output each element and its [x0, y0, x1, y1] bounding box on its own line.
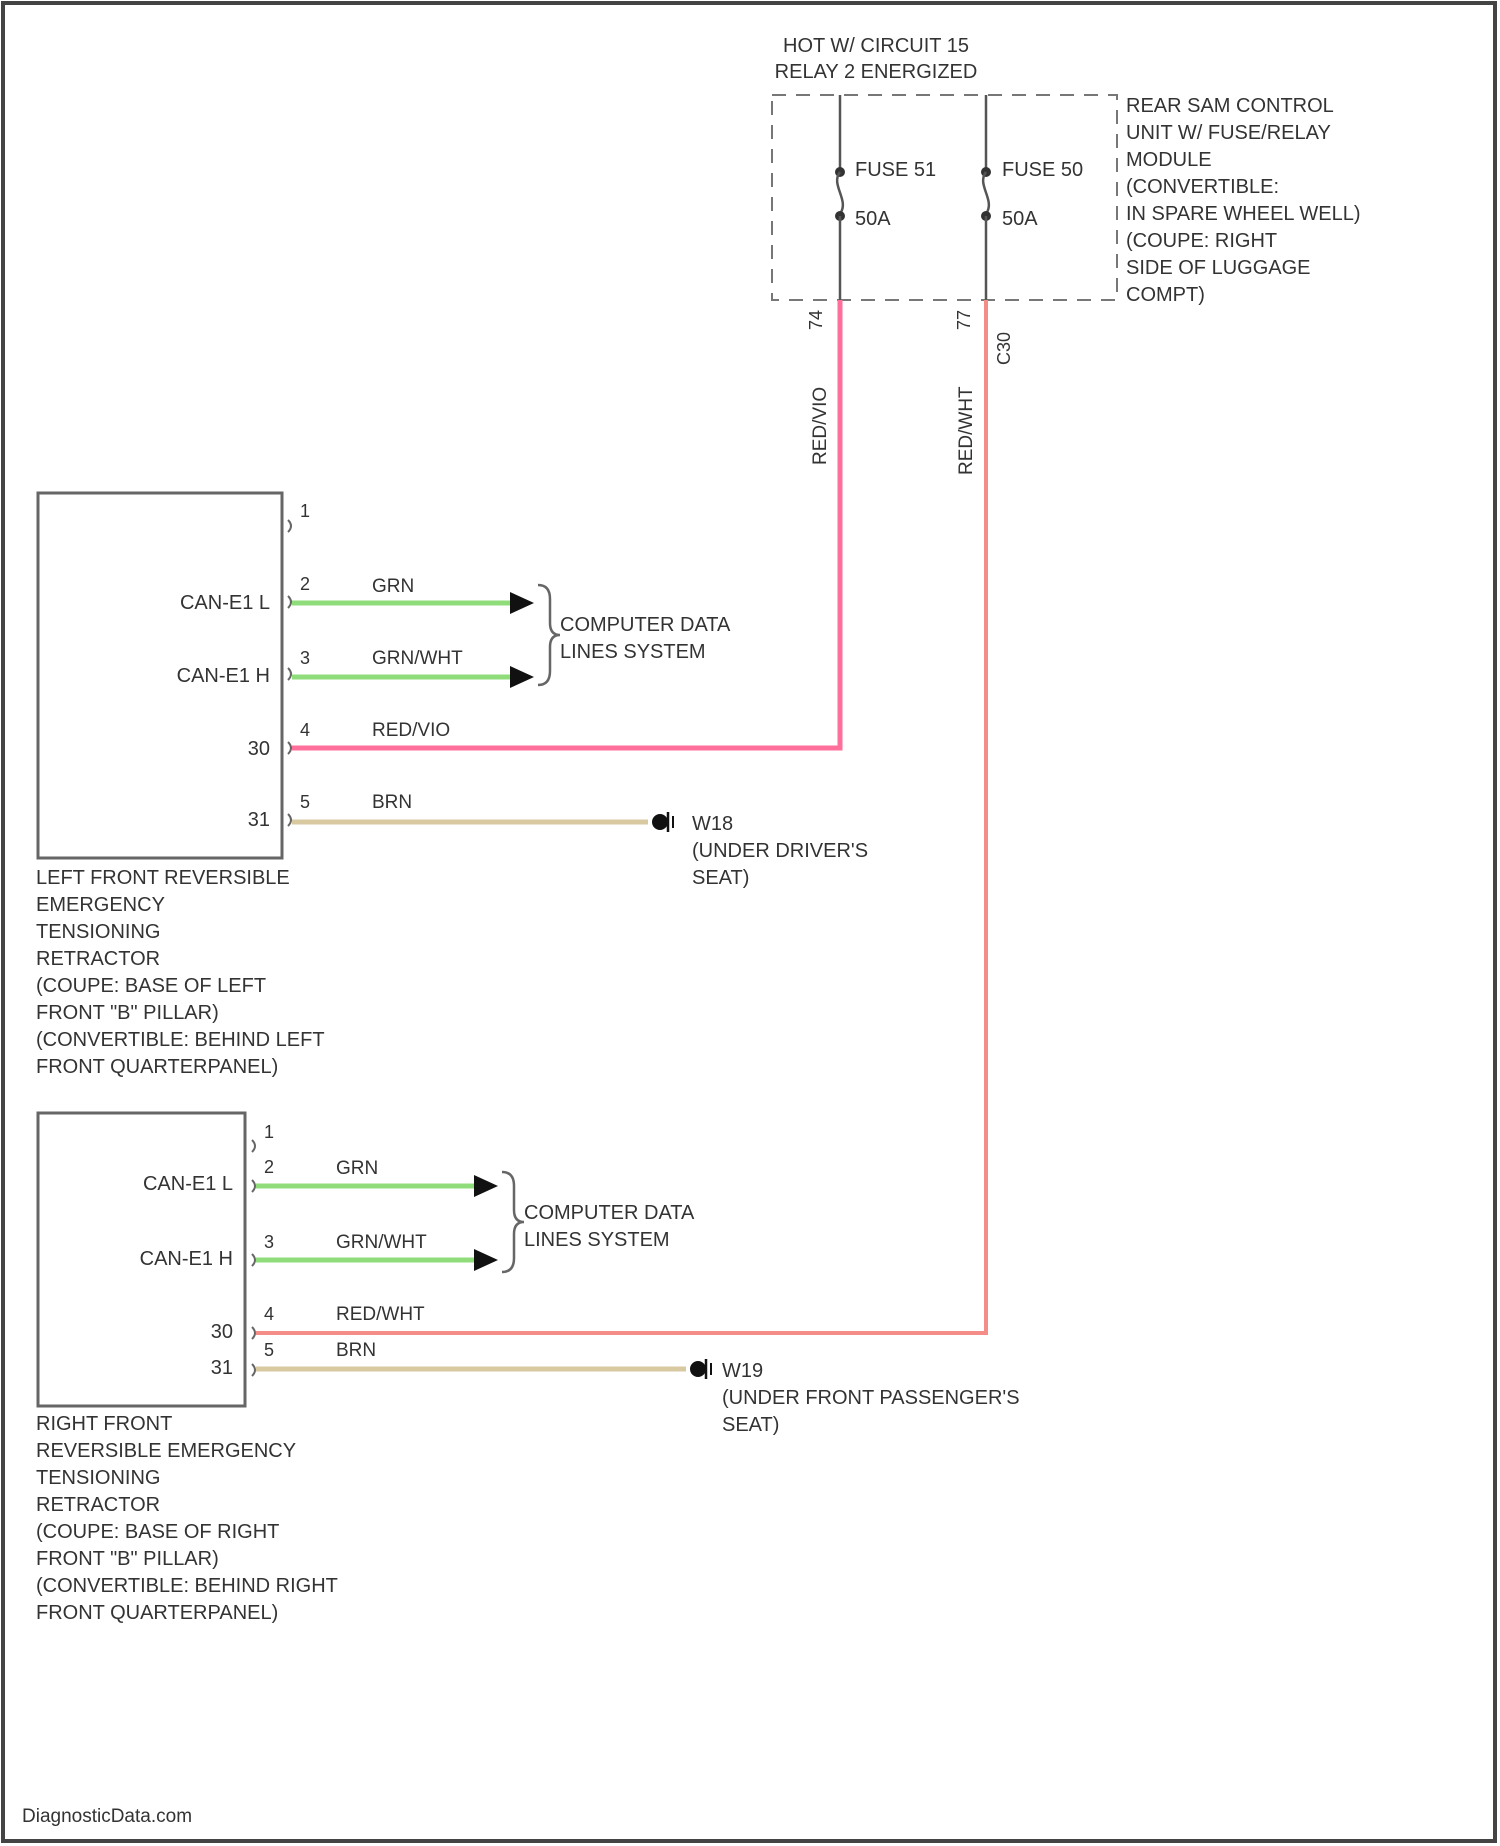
left-arrow-grn-wht [510, 666, 534, 688]
fuse-module-label-line: (COUPE: RIGHT [1126, 230, 1277, 252]
right-pin-2: 2 [264, 1157, 274, 1177]
right-ground-line-3: SEAT) [722, 1414, 779, 1436]
fuse-name: FUSE 50 [1002, 159, 1083, 181]
left-pin-4: 4 [300, 720, 310, 740]
right-retractor-label: RIGHT FRONT REVERSIBLE EMERGENCY TENSION… [36, 1413, 338, 1624]
right-pin-5: 5 [264, 1340, 274, 1360]
left-ground-line-2: (UNDER DRIVER'S [692, 840, 868, 862]
right-retractor-label-line: REVERSIBLE EMERGENCY [36, 1440, 296, 1462]
right-data-brace [502, 1172, 524, 1272]
fuse-element [983, 172, 989, 214]
fuse-name: FUSE 51 [855, 159, 936, 181]
right-ground-line-1: W19 [722, 1360, 763, 1382]
fuse-module-label-line: IN SPARE WHEEL WELL) [1126, 203, 1361, 225]
left-pin-2: 2 [300, 574, 310, 594]
left-data-system-line-2: LINES SYSTEM [560, 641, 706, 663]
right-data-system-line-1: COMPUTER DATA [524, 1202, 695, 1224]
left-retractor-label-line: RETRACTOR [36, 948, 160, 970]
fuse-module-label-line: (CONVERTIBLE: [1126, 176, 1279, 198]
right-pin-4-name: 30 [211, 1321, 233, 1343]
power-note-line-2: RELAY 2 ENERGIZED [775, 61, 978, 83]
right-retractor-label-line: TENSIONING [36, 1467, 160, 1489]
right-retractor-label-line: (COUPE: BASE OF RIGHT [36, 1521, 279, 1543]
right-wire-grn-wht-label: GRN/WHT [336, 1232, 427, 1253]
right-pin-1: 1 [264, 1122, 274, 1142]
fuse-module-label-line: UNIT W/ FUSE/RELAY [1126, 122, 1331, 144]
right-retractor-label-line: RETRACTOR [36, 1494, 160, 1516]
power-note-line-1: HOT W/ CIRCUIT 15 [783, 35, 969, 57]
left-retractor-label-line: (CONVERTIBLE: BEHIND LEFT [36, 1029, 325, 1051]
right-data-system-line-2: LINES SYSTEM [524, 1229, 670, 1251]
fuse-element [837, 172, 843, 214]
left-wire-brn-label: BRN [372, 792, 412, 813]
right-pin-3: 3 [264, 1232, 274, 1252]
left-arrow-grn [510, 592, 534, 614]
left-pin-5: 5 [300, 792, 310, 812]
left-pin-5-name: 31 [248, 809, 270, 831]
fuse-pin: 77 [954, 310, 974, 330]
fuse-50: FUSE 50 50A 77 [954, 95, 1083, 330]
left-retractor-label-line: EMERGENCY [36, 894, 165, 916]
right-pin-2-name: CAN-E1 L [143, 1173, 233, 1195]
left-wire-grn-wht-label: GRN/WHT [372, 648, 463, 669]
right-pin-4: 4 [264, 1304, 274, 1324]
right-pin-3-name: CAN-E1 H [140, 1248, 233, 1270]
left-wire-red-vio-label: RED/VIO [372, 720, 450, 741]
wire-red-vio-feed [292, 300, 840, 748]
left-ground-line-1: W18 [692, 813, 733, 835]
right-arrow-grn [474, 1175, 498, 1197]
fuse-module-label-line: SIDE OF LUGGAGE [1126, 257, 1310, 279]
fuse-rating: 50A [1002, 208, 1038, 230]
right-retractor-label-line: FRONT QUARTERPANEL) [36, 1602, 278, 1624]
fuse-module-label: REAR SAM CONTROL UNIT W/ FUSE/RELAY MODU… [1126, 95, 1361, 306]
left-ground-symbol [652, 812, 673, 832]
left-data-brace [538, 585, 560, 685]
left-pin-2-name: CAN-E1 L [180, 592, 270, 614]
footer-watermark: DiagnosticData.com [22, 1806, 192, 1827]
right-ground-symbol [690, 1359, 711, 1379]
left-ground-line-3: SEAT) [692, 867, 749, 889]
left-retractor-label-line: (COUPE: BASE OF LEFT [36, 975, 266, 997]
right-retractor-label-line: RIGHT FRONT [36, 1413, 172, 1435]
right-retractor-label-line: FRONT "B" PILLAR) [36, 1548, 219, 1570]
fuse-51: FUSE 51 50A 74 [806, 95, 936, 330]
left-retractor-label-line: FRONT QUARTERPANEL) [36, 1056, 278, 1078]
right-wire-red-wht-label: RED/WHT [336, 1304, 425, 1325]
right-wire-brn-label: BRN [336, 1340, 376, 1361]
left-pin-1: 1 [300, 501, 310, 521]
fuse-module-outline [772, 95, 1117, 300]
fuse-module-label-line: COMPT) [1126, 284, 1205, 306]
left-retractor-label-line: TENSIONING [36, 921, 160, 943]
left-pin-3-name: CAN-E1 H [177, 665, 270, 687]
left-pin-3: 3 [300, 648, 310, 668]
left-connector-pins [288, 520, 291, 826]
module-connector-label: C30 [994, 332, 1014, 365]
fuse-pin: 74 [806, 310, 826, 330]
left-data-system-line-1: COMPUTER DATA [560, 614, 731, 636]
left-pin-4-name: 30 [248, 738, 270, 760]
right-wire-grn-label: GRN [336, 1158, 378, 1179]
fuse-rating: 50A [855, 208, 891, 230]
right-ground-line-2: (UNDER FRONT PASSENGER'S [722, 1387, 1020, 1409]
left-retractor-label-line: LEFT FRONT REVERSIBLE [36, 867, 290, 889]
left-retractor-label: LEFT FRONT REVERSIBLE EMERGENCY TENSIONI… [36, 867, 325, 1078]
right-connector-pins [252, 1140, 255, 1376]
vertical-wire-label-red-vio: RED/VIO [810, 387, 831, 465]
fuse-module-label-line: REAR SAM CONTROL [1126, 95, 1334, 117]
right-pin-5-name: 31 [211, 1357, 233, 1379]
fuse-module-label-line: MODULE [1126, 149, 1212, 171]
left-retractor-label-line: FRONT "B" PILLAR) [36, 1002, 219, 1024]
vertical-wire-label-red-wht: RED/WHT [956, 386, 977, 475]
right-arrow-grn-wht [474, 1249, 498, 1271]
left-wire-grn-label: GRN [372, 576, 414, 597]
right-retractor-label-line: (CONVERTIBLE: BEHIND RIGHT [36, 1575, 338, 1597]
